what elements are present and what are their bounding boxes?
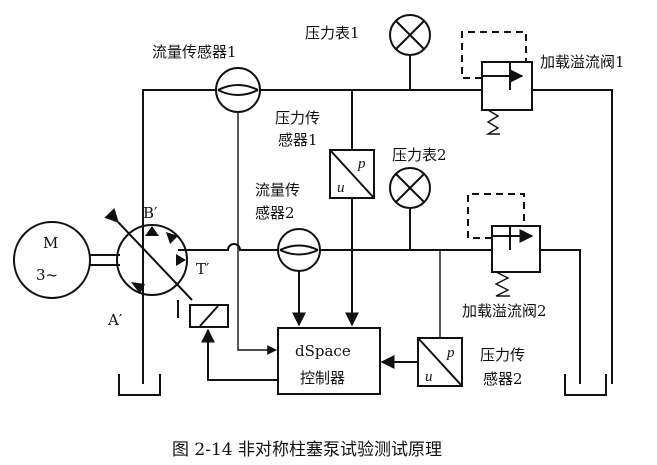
upper-pipeline [142,89,613,384]
motor-label-m: M [43,234,58,252]
flow-sensor-2 [277,228,321,272]
controller-label-line1: dSpace [295,342,351,360]
pressure-gauge-1-label: 压力表1 [305,24,360,42]
pump-symbol [104,208,193,301]
control-signal-line [201,328,278,381]
pump-actuator-box [189,304,229,328]
flow-sensor-2-label-line2: 感器2 [255,204,295,222]
pressure-sensor-1-label-line1: 压力传 [275,109,320,127]
pressure-sensor-1-u: u [337,180,345,196]
pressure-sensor-2-u: u [425,369,433,385]
controller-label-line2: 控制器 [300,369,345,387]
motor-symbol [13,221,120,299]
relief-valve-2 [467,193,541,297]
flow-sensor-1-signal [237,112,277,355]
pressure-sensor-1-p: p [357,156,366,172]
relief-valve-1 [461,31,533,135]
flow-sensor-1 [215,67,261,113]
pressure-sensor-2-label-line2: 感器2 [483,370,523,388]
motor-label-phase: 3~ [36,266,58,284]
port-t-label: T′ [196,260,210,278]
pressure-gauge-2 [389,167,431,209]
pressure-gauge-1 [389,14,431,56]
port-b-label: B′ [143,204,158,222]
relief-valve-1-label: 加载溢流阀1 [540,53,625,71]
tank-left [118,374,161,396]
lower-pipeline [178,243,581,384]
pressure-sensor-2-p: p [446,345,455,361]
pressure-sensor-1-label-line2: 感器1 [278,131,318,149]
pressure-sensor-2-label-line1: 压力传 [480,346,525,364]
figure-caption: 图 2-14 非对称柱塞泵试验测试原理 [172,440,442,460]
flow-sensor-1-label: 流量传感器1 [152,43,237,61]
tank-right [564,374,607,396]
flow-sensor-2-label-line1: 流量传 [255,181,300,199]
port-a-label: A′ [107,311,123,329]
pressure-gauge-2-label: 压力表2 [392,146,447,164]
dspace-controller [277,327,381,395]
relief-valve-2-label: 加载溢流阀2 [462,302,547,320]
